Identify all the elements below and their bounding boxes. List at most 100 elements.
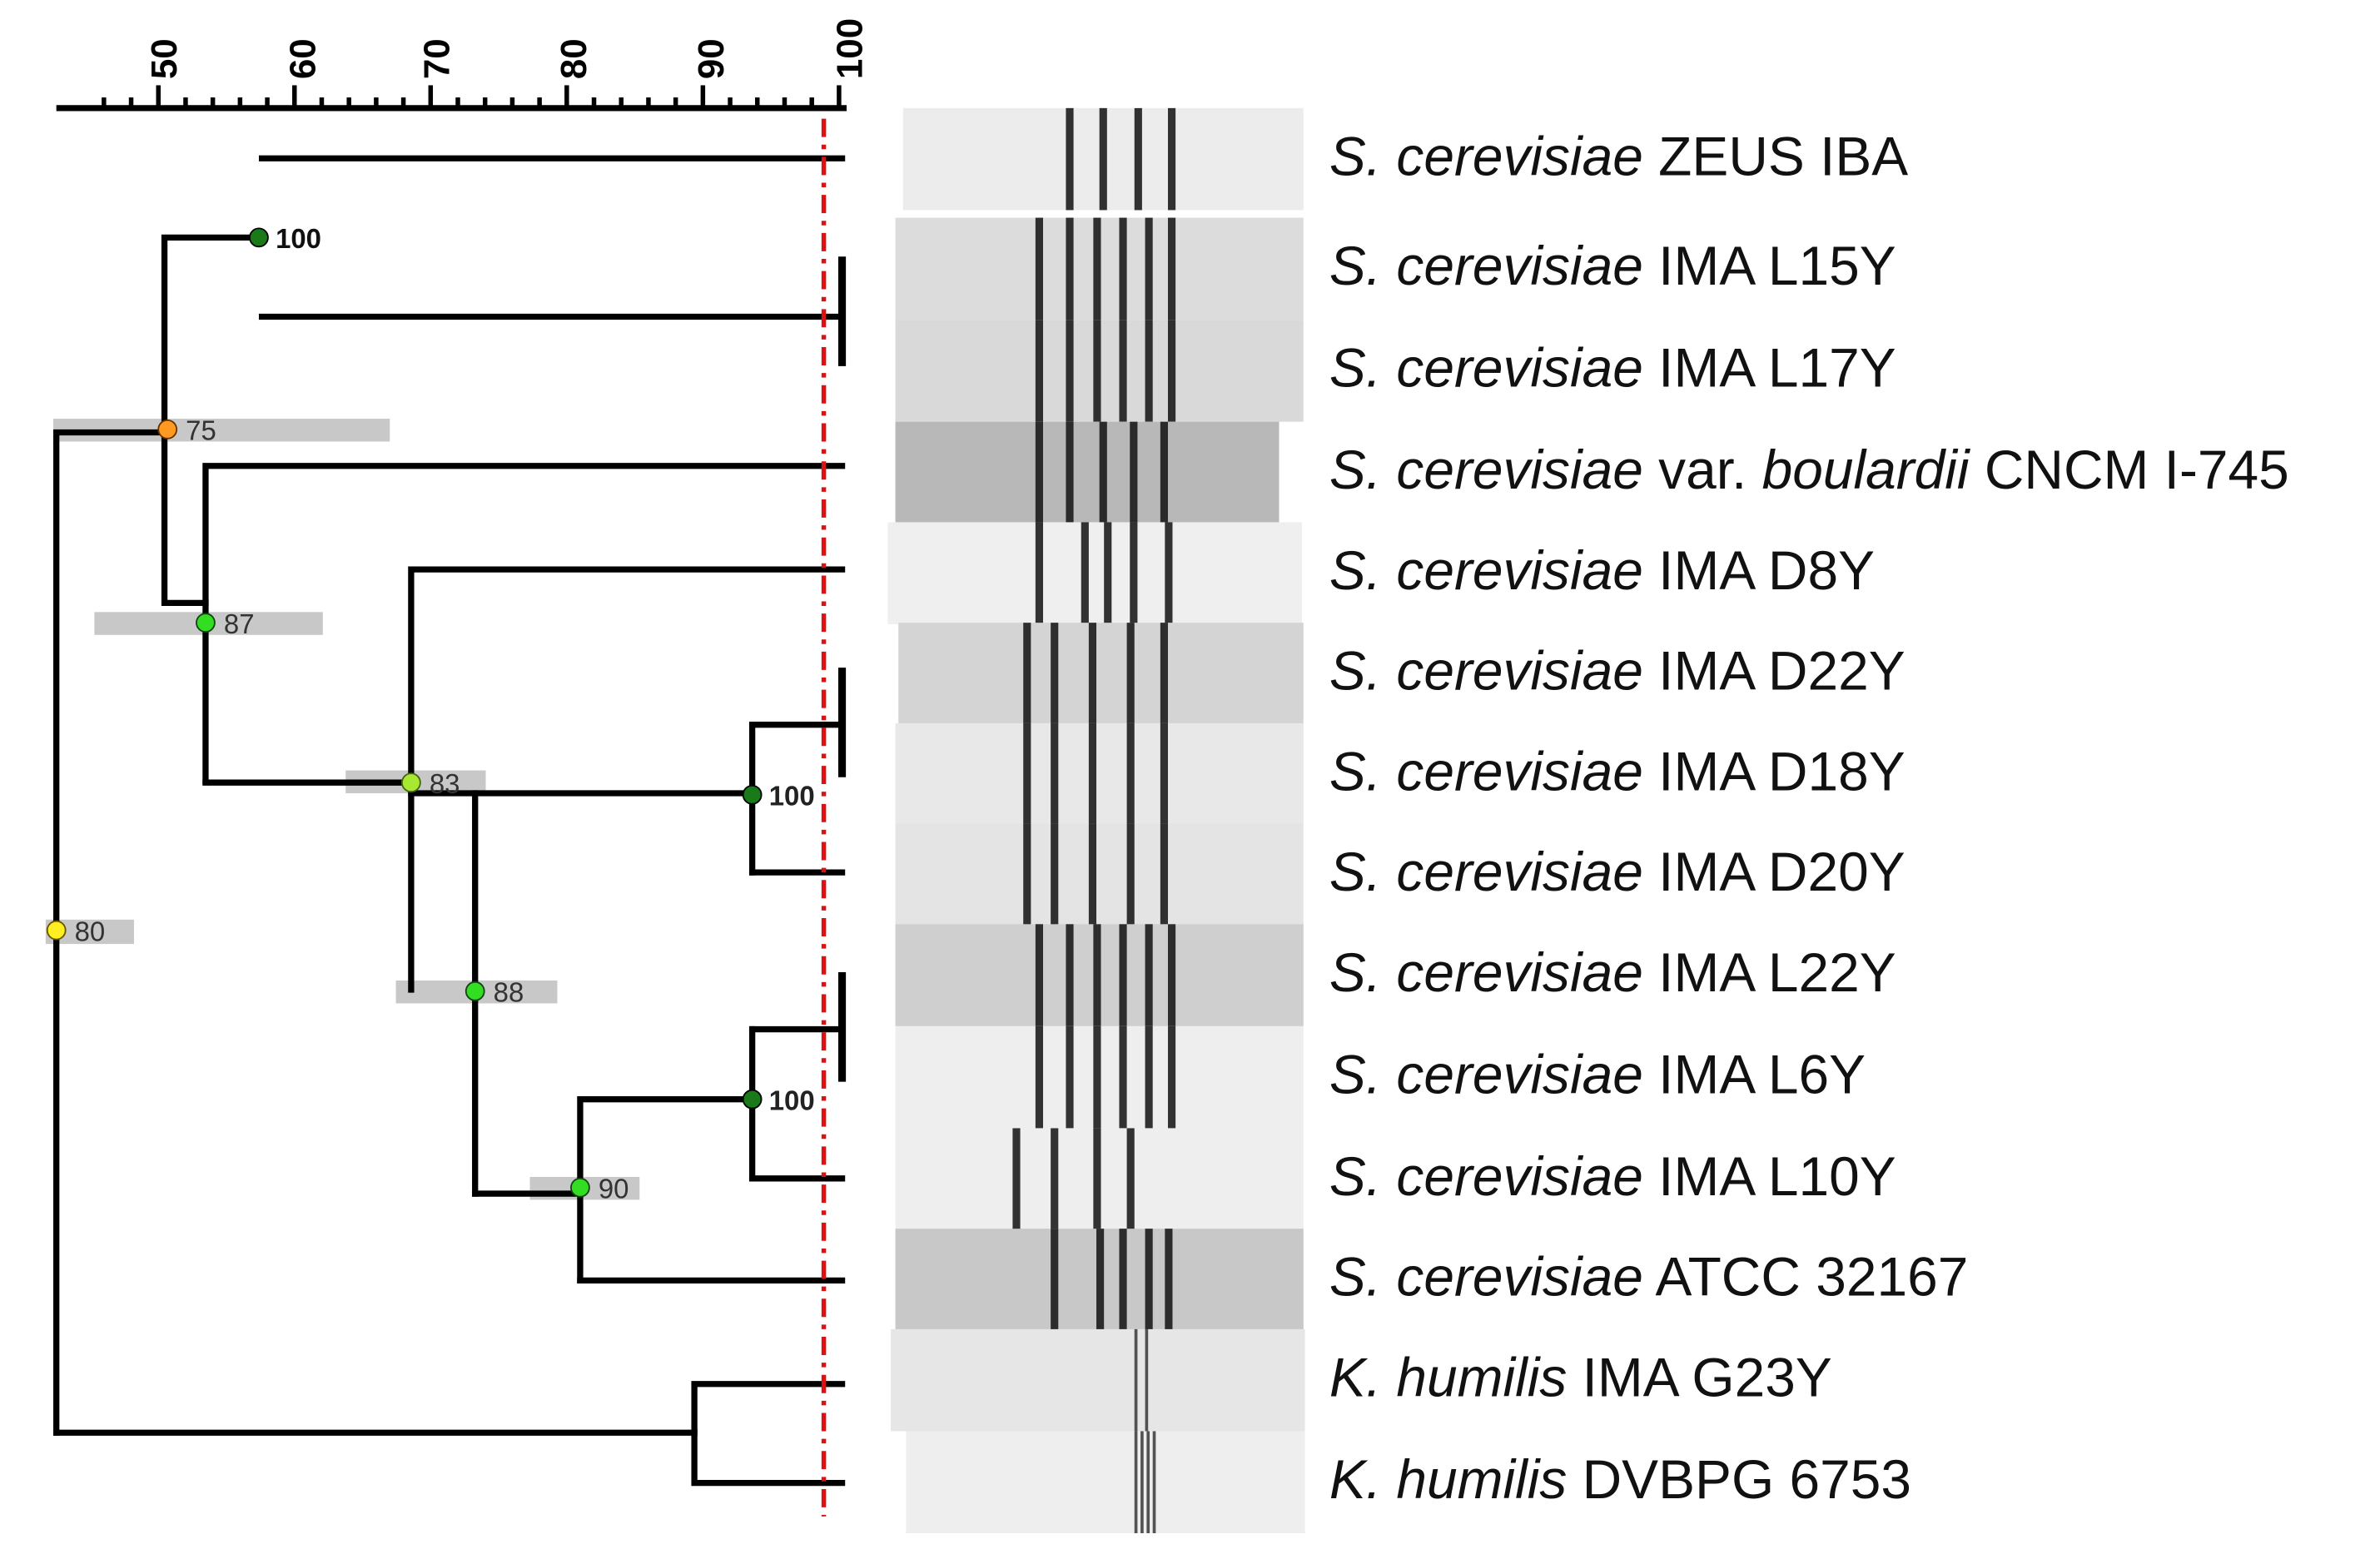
gel-band (1088, 623, 1097, 725)
gel-band (1093, 1025, 1101, 1129)
gel-band (1023, 623, 1031, 725)
taxon-species-name: S. cerevisiae (1329, 639, 1643, 703)
node-87 (196, 613, 216, 633)
gel-band (1066, 217, 1074, 320)
taxon-label: S. cerevisiae ZEUS IBA (1329, 129, 1908, 184)
taxon-species-name: S. cerevisiae (1329, 1144, 1643, 1208)
taxon-species-name: boulardii (1761, 438, 1970, 501)
gel-band (1066, 107, 1074, 211)
gel-band (1104, 522, 1112, 624)
gel-band (1167, 107, 1176, 211)
taxon-species-name: S. cerevisiae (1329, 539, 1643, 602)
taxon-strain-name: IMA D20Y (1642, 840, 1905, 903)
gel-band (1035, 1025, 1044, 1129)
gel-band (1088, 722, 1097, 826)
taxon-strain-name: ZEUS IBA (1642, 124, 1909, 187)
gel-band (1160, 823, 1168, 926)
gel-band (1023, 722, 1031, 826)
gel-band (1099, 107, 1107, 211)
gel-band (1134, 1431, 1138, 1534)
gel-band (1145, 1328, 1149, 1432)
taxon-species-name: K. humilis (1329, 1447, 1568, 1511)
taxon-species-name: S. cerevisiae (1329, 234, 1643, 297)
gel-band (1130, 421, 1138, 524)
gel-band (1152, 1431, 1156, 1534)
node-100-d (742, 784, 763, 805)
tick-label-50: 50 (144, 38, 185, 79)
gel-lane (902, 107, 1304, 211)
taxon-strain-name: DVBPG 6753 (1567, 1447, 1911, 1511)
gel-band (1096, 1229, 1105, 1331)
node-label-100-l: 100 (769, 1085, 815, 1115)
gel-band (1167, 320, 1176, 422)
taxon-strain-name: IMA L6Y (1642, 1043, 1866, 1105)
node-100-l (742, 1089, 763, 1110)
taxon-strain-name: IMA D18Y (1642, 739, 1905, 802)
gel-band (1165, 522, 1173, 624)
gel-band (1051, 623, 1059, 725)
gel-band (1140, 1431, 1144, 1534)
taxon-label: S. cerevisiae IMA D20Y (1329, 844, 1905, 900)
node-label-88: 88 (494, 977, 524, 1008)
gel-band (1145, 1025, 1153, 1129)
gel-band (1119, 924, 1127, 1026)
tree-nodes: 100 75 87 83 100 88 100 90 80 (46, 223, 815, 1204)
node-75 (157, 419, 178, 439)
tick-label-80: 80 (554, 38, 594, 79)
gel-lane-background (891, 1328, 1305, 1432)
node-label-75: 75 (186, 415, 216, 446)
tick-label-70: 70 (417, 38, 458, 79)
node-label-80: 80 (75, 916, 106, 946)
taxon-strain-name: IMA D8Y (1642, 539, 1876, 602)
gel-lane (891, 1328, 1305, 1432)
gel-band (1126, 722, 1135, 826)
gel-band (1051, 1128, 1059, 1230)
gel-lane-background (895, 722, 1304, 826)
gel-band (1035, 421, 1044, 524)
gel-band (1093, 217, 1101, 320)
taxon-label: K. humilis IMA G23Y (1329, 1350, 1832, 1406)
gel-band (1051, 722, 1059, 826)
taxon-species-name: S. cerevisiae (1329, 941, 1643, 1004)
gel-lane-background (898, 623, 1304, 725)
gel-band (1066, 421, 1074, 524)
taxon-label: S. cerevisiae IMA D18Y (1329, 744, 1905, 799)
taxon-species-name: K. humilis (1329, 1346, 1568, 1409)
taxon-strain-name: IMA D22Y (1642, 639, 1905, 703)
gel-band (1167, 217, 1176, 320)
gel-band (1066, 320, 1074, 422)
gel-lane (895, 823, 1304, 926)
taxon-label: S. cerevisiae var. boulardii CNCM I-745 (1329, 442, 2289, 498)
gel-lane-background (887, 522, 1302, 624)
taxon-species-name: S. cerevisiae (1329, 840, 1643, 903)
gel-band (1145, 320, 1153, 422)
node-label-100-d: 100 (769, 781, 815, 812)
taxon-strain-name: IMA L10Y (1642, 1144, 1896, 1208)
gel-band (1051, 823, 1059, 926)
node-label-83: 83 (430, 768, 460, 799)
gel-lane-background (906, 1431, 1305, 1534)
taxon-species-name: S. cerevisiae (1329, 124, 1643, 187)
gel-lane (895, 320, 1304, 422)
gel-band (1167, 1025, 1176, 1129)
gel-band (1160, 421, 1168, 524)
taxon-label: S. cerevisiae IMA L15Y (1329, 238, 1896, 294)
scale-tick-labels: 50 60 70 80 90 100 (144, 18, 870, 79)
gel-band (1119, 1229, 1127, 1331)
gel-band (1035, 924, 1044, 1026)
taxon-strain-name: var. (1642, 438, 1762, 501)
node-80 (46, 920, 67, 941)
gel-band (1093, 320, 1101, 422)
gel-band (1145, 217, 1153, 320)
gel-band (1119, 320, 1127, 422)
taxon-label: S. cerevisiae IMA L6Y (1329, 1047, 1866, 1102)
gel-lane (895, 217, 1304, 320)
tree-branches (53, 155, 847, 1487)
gel-band (1160, 722, 1168, 826)
node-label-87: 87 (224, 608, 255, 639)
gel-lane (895, 1229, 1304, 1331)
gel-band (1035, 522, 1044, 624)
similarity-scale: 50 60 70 80 90 100 (56, 18, 870, 112)
taxon-label: S. cerevisiae IMA L17Y (1329, 340, 1896, 396)
